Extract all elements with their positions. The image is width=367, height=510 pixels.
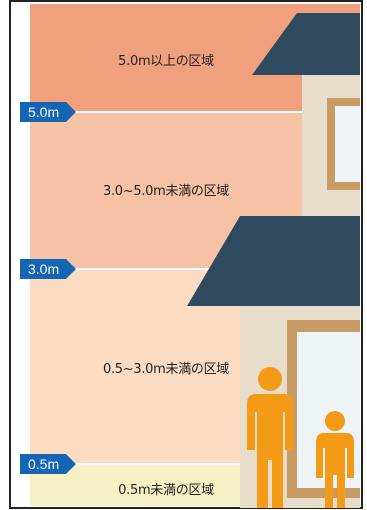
adult-figure xyxy=(247,367,293,508)
zone-label-0-5-to-3m: 0.5~3.0m未満の区域 xyxy=(102,362,229,377)
zone-label-under-0-5m: 0.5m未満の区域 xyxy=(118,483,214,498)
depth-marker-3m: 3.0m xyxy=(20,259,76,279)
upper-window-glass xyxy=(335,106,360,182)
depth-marker-0-5m: 0.5m xyxy=(20,454,76,474)
zone-label-5m-plus: 5.0m以上の区域 xyxy=(118,54,214,69)
child-figure xyxy=(316,411,354,508)
depth-marker-5m: 5.0m xyxy=(20,102,76,122)
upper-roof xyxy=(252,13,360,75)
lower-roof xyxy=(187,216,360,306)
zone-label-3-to-5m: 3.0~5.0m未満の区域 xyxy=(102,184,229,199)
